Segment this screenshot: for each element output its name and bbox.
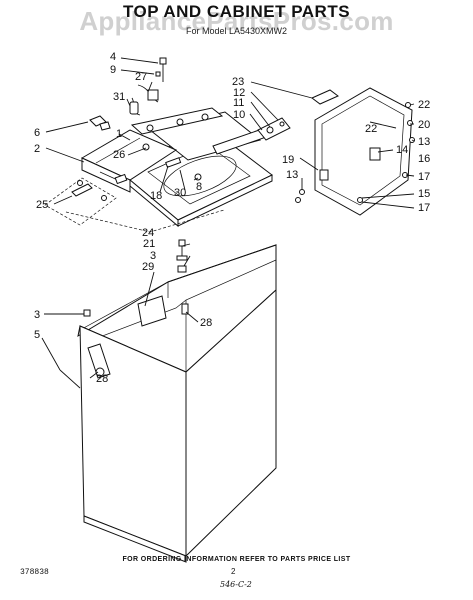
callout-27: 27 xyxy=(135,71,147,83)
callout-5: 5 xyxy=(34,329,40,341)
ordering-note: FOR ORDERING INFORMATION REFER TO PARTS … xyxy=(122,556,351,563)
model-number: For Model LA5430XMW2 xyxy=(185,26,288,36)
callout-28-front: 28 xyxy=(96,373,108,385)
callout-4: 4 xyxy=(110,51,116,63)
diagram-title: TOP AND CABINET PARTS xyxy=(122,2,351,21)
callout-29: 29 xyxy=(142,261,154,273)
part-25-bracket xyxy=(44,177,117,226)
callout-9: 9 xyxy=(110,64,116,76)
callout-numbers: 4 9 27 31 6 1 2 26 30 8 18 23 12 11 10 2… xyxy=(34,51,430,385)
callout-22-top: 22 xyxy=(418,99,430,111)
callout-10: 10 xyxy=(233,109,245,121)
cabinet xyxy=(77,244,277,563)
washer-top-assembly xyxy=(80,57,273,228)
callout-23: 23 xyxy=(232,76,244,88)
callout-28-back: 28 xyxy=(200,317,212,329)
callout-18: 18 xyxy=(150,190,162,202)
callout-13-left: 13 xyxy=(286,169,298,181)
callout-16: 16 xyxy=(418,153,430,165)
callout-14: 14 xyxy=(396,144,408,156)
callout-25: 25 xyxy=(36,199,48,211)
part-24-grouping xyxy=(65,209,225,233)
callout-8: 8 xyxy=(196,181,202,193)
callout-2: 2 xyxy=(34,143,40,155)
callout-21: 21 xyxy=(143,238,155,250)
callout-31: 31 xyxy=(113,91,125,103)
watermark: AppliancePartsPros.com xyxy=(79,6,394,36)
callout-24: 24 xyxy=(142,227,154,239)
callout-6: 6 xyxy=(34,127,40,139)
callout-17-bottom: 17 xyxy=(418,202,430,214)
callout-15: 15 xyxy=(418,188,430,200)
page-number: 2 xyxy=(231,567,236,576)
callout-13-right: 13 xyxy=(418,136,430,148)
leader-lines xyxy=(41,57,415,389)
center-screws xyxy=(176,239,188,273)
callout-3-left: 3 xyxy=(34,309,40,321)
callout-22-mid: 22 xyxy=(365,123,377,135)
document-number: 378838 xyxy=(20,568,49,577)
callout-12: 12 xyxy=(233,87,245,99)
callout-26: 26 xyxy=(113,149,125,161)
callout-3-center: 3 xyxy=(150,250,156,262)
callout-20: 20 xyxy=(418,119,430,131)
callout-30: 30 xyxy=(174,187,186,199)
callout-17-top: 17 xyxy=(418,171,430,183)
callout-11: 11 xyxy=(233,97,244,109)
callout-1: 1 xyxy=(116,128,122,140)
callout-19: 19 xyxy=(282,154,294,166)
handwritten-note: 546-C-2 xyxy=(220,580,252,589)
